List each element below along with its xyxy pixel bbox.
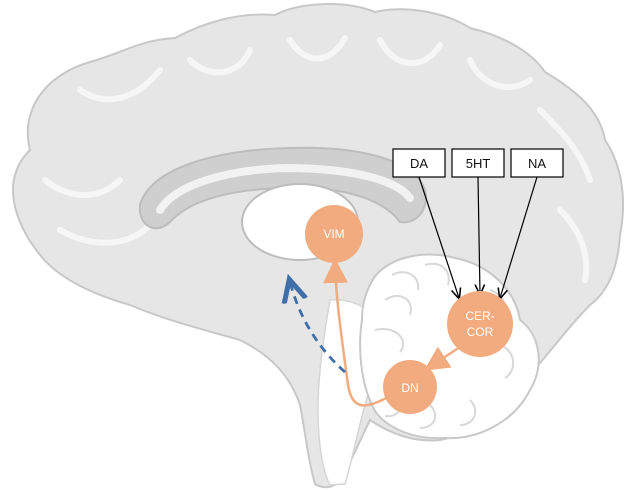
callosum-inner	[156, 163, 414, 214]
corpus-callosum	[138, 146, 427, 230]
box-5ht: 5HT	[451, 148, 505, 178]
arrow-5ht-cercor	[478, 176, 480, 294]
arrow-da-cercor	[418, 176, 459, 298]
arrow-cercor-dn	[423, 343, 464, 371]
box-na: NA	[510, 148, 564, 178]
node-cercor-label-2: COR	[467, 325, 494, 339]
box-5ht-label: 5HT	[466, 156, 491, 171]
neuromodulator-arrows	[418, 176, 538, 298]
node-dn-label: DN	[401, 381, 418, 395]
pathway-arrows	[323, 258, 464, 407]
arrow-na-cercor	[500, 176, 538, 298]
node-dn: DN	[383, 360, 437, 414]
box-na-label: NA	[528, 156, 546, 171]
node-cercor-label-1: CER-	[465, 309, 494, 323]
node-cercor: CER- COR	[447, 291, 513, 357]
box-da-label: DA	[410, 156, 428, 171]
arrow-dn-vim	[323, 258, 391, 407]
node-vim-label: VIM	[323, 227, 344, 241]
node-vim: VIM	[305, 205, 363, 263]
box-da: DA	[392, 148, 446, 178]
gyri-lines	[42, 35, 593, 283]
